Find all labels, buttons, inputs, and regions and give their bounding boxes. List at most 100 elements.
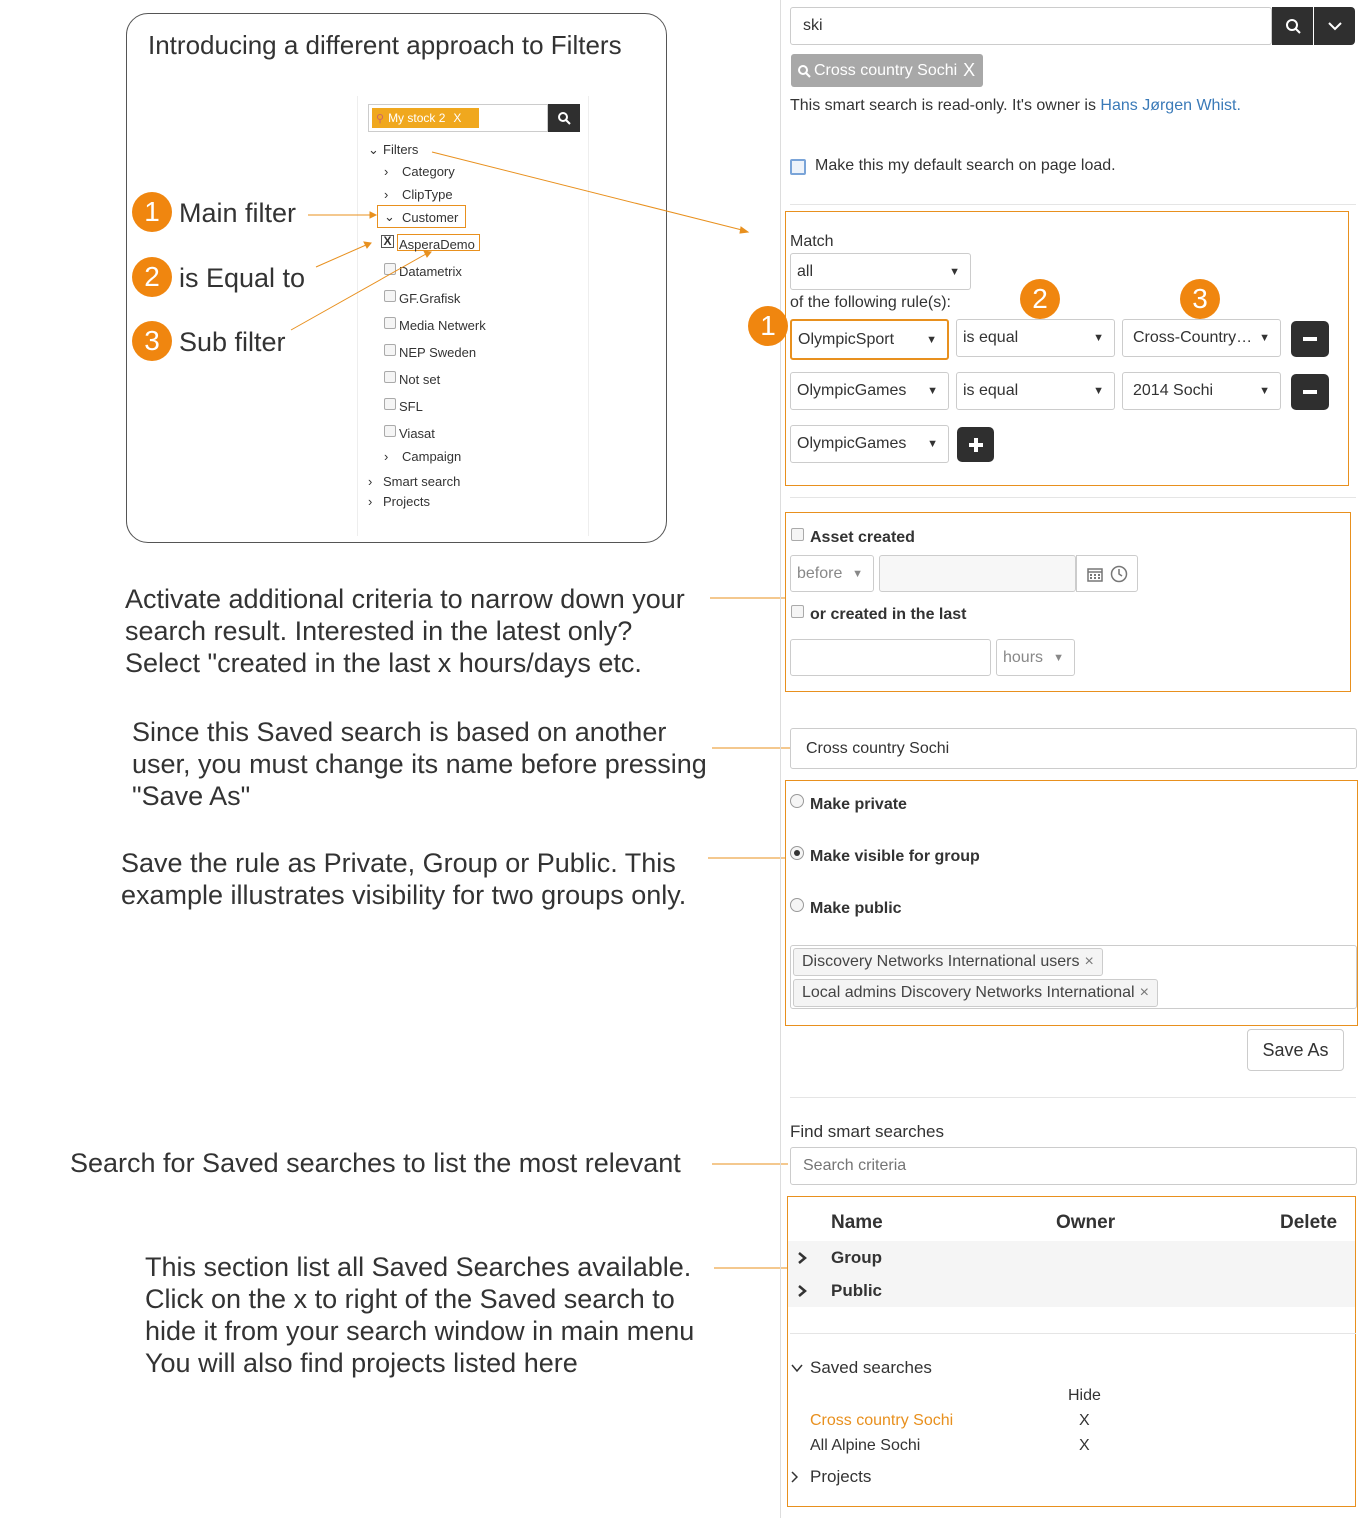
intro-title: Introducing a different approach to Filt… — [148, 30, 622, 60]
rule-op-value: is equal — [963, 382, 1019, 399]
asset-created-checkbox[interactable] — [791, 528, 804, 541]
tree-customer-item[interactable]: SFL — [399, 399, 423, 414]
tree-smart-search[interactable]: Smart search — [383, 474, 461, 489]
group-tag-remove[interactable]: × — [1139, 984, 1149, 1001]
rule-value-select[interactable]: 2014 Sochi▼ — [1122, 372, 1281, 410]
created-last-checkbox[interactable] — [791, 605, 804, 618]
plus-icon — [968, 437, 983, 452]
projects-toggle[interactable]: Projects — [790, 1466, 871, 1488]
save-as-button[interactable]: Save As — [1247, 1029, 1344, 1071]
remove-rule-button[interactable] — [1291, 374, 1329, 410]
remove-rule-button[interactable] — [1291, 321, 1329, 357]
chevron-right-icon: › — [384, 164, 389, 179]
tree-cliptype[interactable]: ClipType — [402, 187, 453, 202]
asset-created-label: Asset created — [810, 529, 915, 546]
rule-op-select[interactable]: is equal▼ — [956, 372, 1115, 410]
find-search-input[interactable] — [790, 1147, 1357, 1185]
tree-customer-item[interactable]: GF.Grafisk — [399, 291, 461, 306]
hours-select[interactable]: hours▼ — [996, 639, 1075, 676]
tree-customer-item[interactable]: Viasat — [399, 426, 435, 441]
checkbox[interactable] — [384, 317, 396, 329]
tree-customer-item[interactable]: Not set — [399, 372, 441, 387]
checkbox[interactable] — [384, 371, 396, 383]
annotation-line: Since this Saved search is based on anot… — [132, 717, 667, 747]
active-tag-close[interactable]: X — [963, 60, 976, 80]
saved-search-item[interactable]: Cross country Sochi — [810, 1412, 954, 1429]
annotation-line: example illustrates visibility for two g… — [121, 880, 687, 910]
radio-make-group[interactable] — [790, 846, 804, 860]
intro-callout-box: Introducing a different approach to Filt… — [126, 13, 667, 543]
table-row[interactable]: Public — [797, 1280, 1097, 1302]
hide-saved-search-button[interactable]: X — [1079, 1412, 1090, 1429]
callout-number: 2 — [132, 257, 172, 297]
tree-campaign[interactable]: Campaign — [402, 449, 462, 464]
created-last-amount-input[interactable] — [790, 639, 991, 676]
mini-tag-close[interactable]: X — [453, 111, 462, 125]
search-name-input[interactable]: Cross country Sochi — [790, 728, 1357, 769]
mini-search-button[interactable] — [548, 104, 580, 132]
table-row[interactable]: Group — [797, 1247, 1097, 1269]
group-tag[interactable]: Local admins Discovery Networks Internat… — [793, 979, 1158, 1007]
annotation-line: "Save As" — [132, 781, 251, 811]
mini-search-tag[interactable]: ⚲ My stock 2 X — [372, 108, 479, 128]
hide-saved-search-button[interactable]: X — [1079, 1437, 1090, 1454]
radio-make-public[interactable] — [790, 898, 804, 912]
table-body — [788, 1241, 1355, 1307]
search-input[interactable]: ski — [790, 7, 1272, 45]
rule-field-select[interactable]: OlympicSport▼ — [790, 319, 949, 360]
divider — [790, 1097, 1356, 1098]
calendar-icon[interactable] — [1086, 566, 1103, 582]
match-select[interactable]: all▼ — [790, 253, 971, 290]
search-dropdown-button[interactable] — [1314, 7, 1355, 45]
chevron-right-icon — [791, 1471, 798, 1483]
tree-category[interactable]: Category — [402, 164, 455, 179]
tree-customer[interactable]: Customer — [402, 210, 459, 225]
search-icon — [798, 64, 811, 78]
checkbox[interactable] — [384, 290, 396, 302]
checkbox[interactable] — [384, 425, 396, 437]
owner-link[interactable]: Hans Jørgen Whist. — [1100, 97, 1241, 114]
rules-box — [785, 211, 1349, 486]
projects-label: Projects — [810, 1467, 872, 1486]
tree-customer-item[interactable]: NEP Sweden — [399, 345, 477, 360]
group-tag[interactable]: Discovery Networks International users× — [793, 948, 1103, 976]
chevron-down-icon: ▼ — [1053, 651, 1064, 664]
tree-filters[interactable]: Filters — [383, 142, 419, 157]
rule-field-select[interactable]: OlympicGames▼ — [790, 372, 949, 410]
tree-projects[interactable]: Projects — [383, 494, 430, 509]
chevron-down-icon: ▼ — [927, 438, 938, 450]
tree-customer-item[interactable]: Datametrix — [399, 264, 462, 279]
col-header-owner[interactable]: Owner — [1056, 1212, 1116, 1233]
match-value: all — [797, 262, 814, 280]
before-select[interactable]: before▼ — [790, 555, 874, 592]
tree-customer-item[interactable]: AsperaDemo — [399, 237, 475, 252]
radio-make-private[interactable] — [790, 794, 804, 808]
rule-op-select[interactable]: is equal▼ — [956, 319, 1115, 357]
clock-icon[interactable] — [1110, 565, 1128, 583]
add-rule-button[interactable] — [957, 427, 994, 462]
col-header-delete[interactable]: Delete — [1280, 1212, 1338, 1233]
default-search-checkbox[interactable] — [790, 159, 806, 175]
new-rule-field-select[interactable]: OlympicGames▼ — [790, 425, 949, 463]
saved-searches-toggle[interactable]: Saved searches — [791, 1357, 932, 1379]
group-selector[interactable] — [790, 945, 1357, 1009]
search-button[interactable] — [1272, 7, 1313, 45]
annotation-line: search result. Interested in the latest … — [125, 616, 633, 646]
date-input[interactable] — [879, 555, 1076, 592]
annotation-line: Save the rule as Private, Group or Publi… — [121, 848, 676, 878]
tree-customer-item[interactable]: Media Netwerk — [399, 318, 486, 333]
col-header-name[interactable]: Name — [831, 1212, 883, 1233]
search-icon — [558, 112, 571, 125]
checkbox-aspera-checked[interactable]: X — [381, 235, 394, 248]
mini-search-input[interactable]: ⚲ My stock 2 X — [368, 104, 548, 132]
annotation-criteria: Activate additional criteria to narrow d… — [125, 583, 685, 679]
active-search-tag[interactable]: Cross country Sochi X — [791, 54, 983, 87]
checkbox[interactable] — [384, 398, 396, 410]
divider — [790, 1333, 1356, 1334]
date-picker-buttons[interactable] — [1076, 555, 1138, 592]
checkbox[interactable] — [384, 344, 396, 356]
chevron-right-icon — [798, 1252, 807, 1264]
rule-value-select[interactable]: Cross-Country…▼ — [1122, 319, 1281, 357]
saved-search-item[interactable]: All Alpine Sochi — [810, 1437, 921, 1454]
group-tag-remove[interactable]: × — [1084, 953, 1094, 970]
